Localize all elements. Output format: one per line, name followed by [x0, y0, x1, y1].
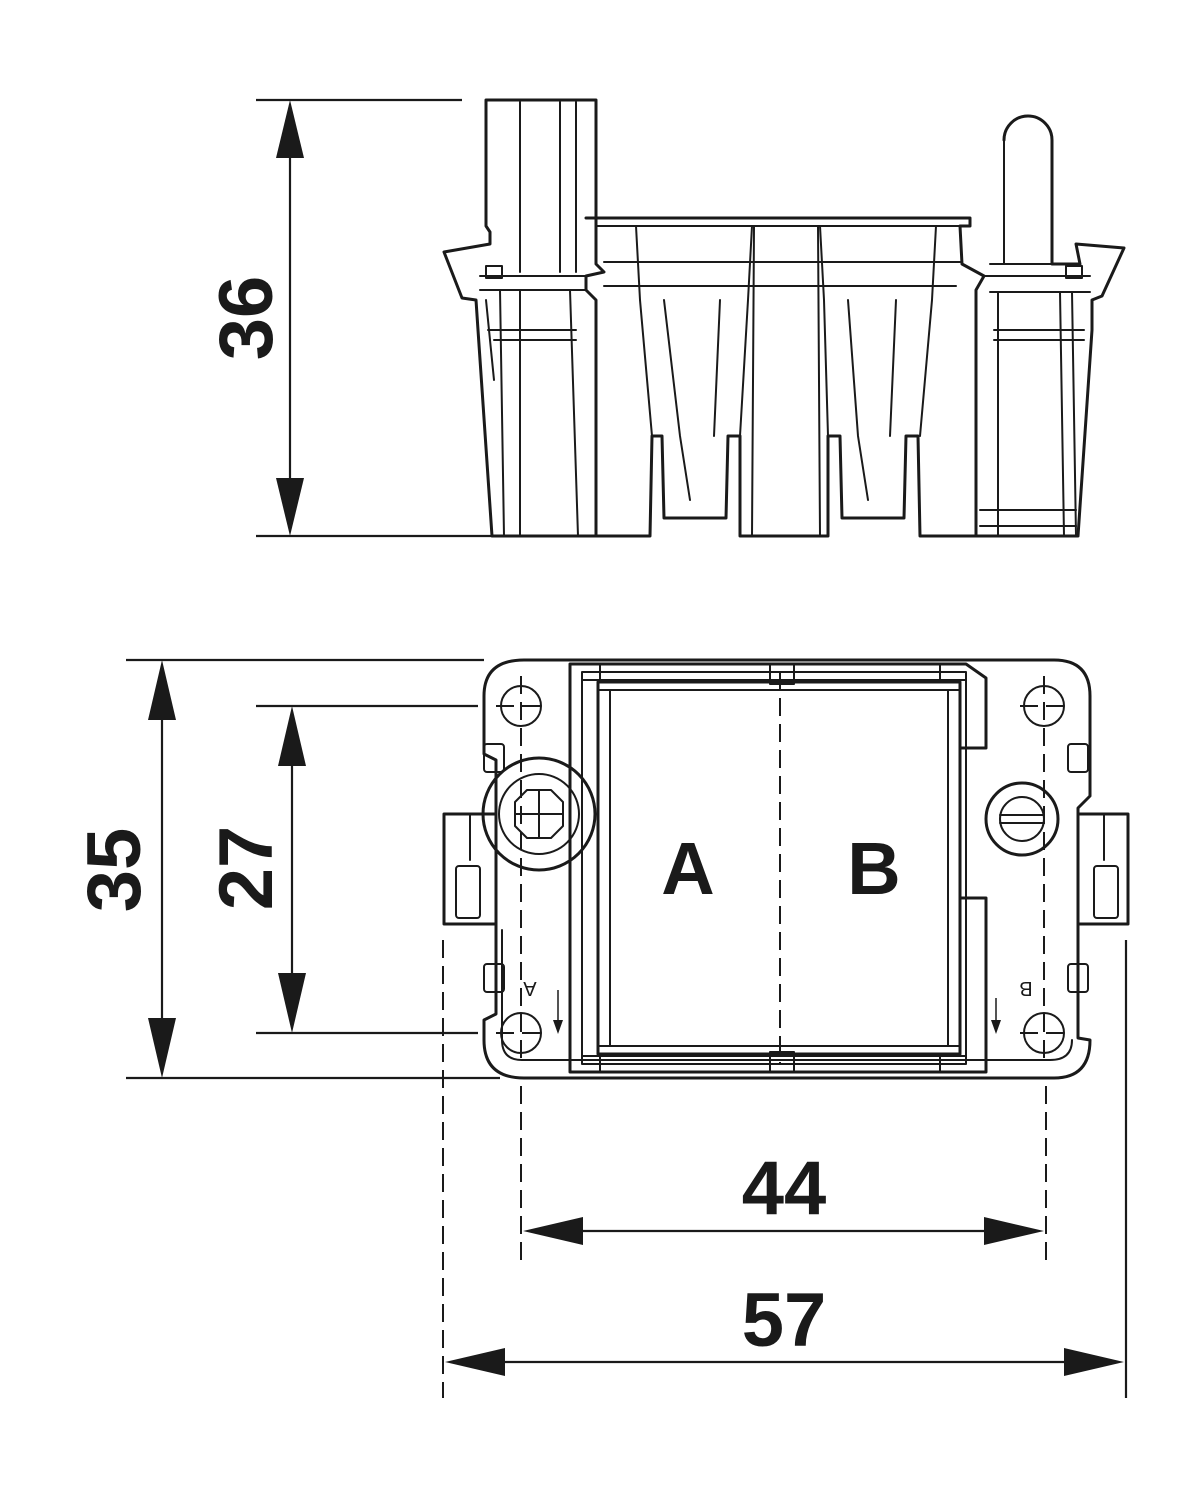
- arrow-down: [276, 478, 304, 536]
- slot-label-b: B: [847, 827, 900, 910]
- dimension-label-35: 35: [72, 828, 157, 913]
- arrow-left: [445, 1348, 505, 1376]
- arrow-down: [278, 973, 306, 1033]
- coding-screw-left: [481, 756, 597, 872]
- arrow-right: [984, 1217, 1044, 1245]
- dimension-label-27: 27: [204, 826, 289, 911]
- coding-screw-right: [984, 781, 1060, 857]
- slot-label-a: A: [661, 827, 714, 910]
- arrow-up: [278, 706, 306, 766]
- arrow-left: [523, 1217, 583, 1245]
- dimension-hole-height: 27: [204, 704, 478, 1035]
- mark-label-b: B: [1019, 977, 1032, 999]
- dimension-label-36: 36: [204, 276, 289, 361]
- arrow-right: [1064, 1348, 1124, 1376]
- arrow-up: [276, 100, 304, 158]
- mark-label-a: A: [523, 977, 537, 999]
- arrow-up: [148, 660, 176, 720]
- dimension-side-height: 36: [204, 98, 518, 538]
- top-view: A B A B: [442, 658, 1130, 1080]
- dimension-label-44: 44: [742, 1146, 827, 1231]
- dimension-outer-height: 35: [72, 658, 500, 1080]
- dimension-outer-width: 57: [442, 940, 1128, 1398]
- hole-axis-lines: [496, 676, 1068, 1060]
- dimension-label-57: 57: [742, 1278, 827, 1363]
- dimension-hole-width: 44: [520, 1086, 1047, 1266]
- side-view: [442, 98, 1126, 538]
- arrow-down: [148, 1018, 176, 1078]
